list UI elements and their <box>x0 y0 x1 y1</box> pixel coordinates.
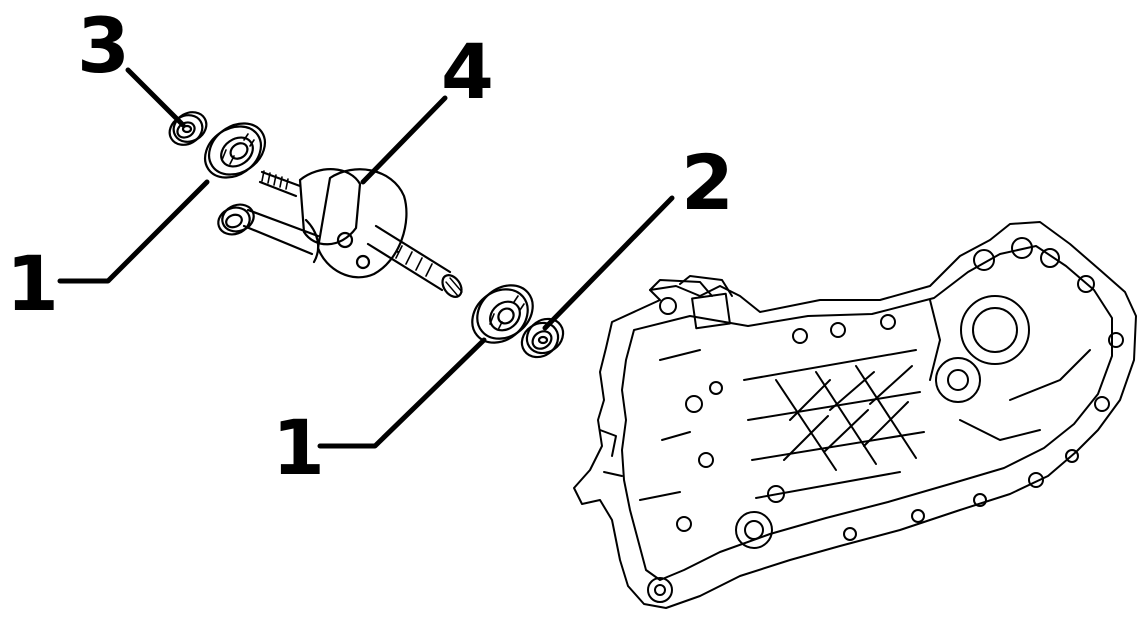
leader-line-1-right <box>317 337 487 449</box>
crankcase-part <box>573 221 1137 609</box>
bearing-left-part <box>204 122 266 179</box>
callout-crankshaft: 4 <box>441 27 494 116</box>
oil-seal-small-part <box>168 111 208 146</box>
oil-seal-part <box>520 317 565 359</box>
leader-line-1-left <box>57 179 210 284</box>
callout-oil-seal: 2 <box>681 138 734 227</box>
leader-line-2 <box>542 195 675 331</box>
callout-oil-seal-small: 3 <box>77 1 130 90</box>
callout-bearing-left: 1 <box>6 239 59 328</box>
crankshaft-part <box>217 168 463 298</box>
leader-lines <box>57 67 675 449</box>
leader-line-4 <box>360 95 448 185</box>
leader-line-3 <box>125 67 186 128</box>
bearing-right-part <box>471 284 534 344</box>
callout-bearing-right: 1 <box>272 403 325 492</box>
